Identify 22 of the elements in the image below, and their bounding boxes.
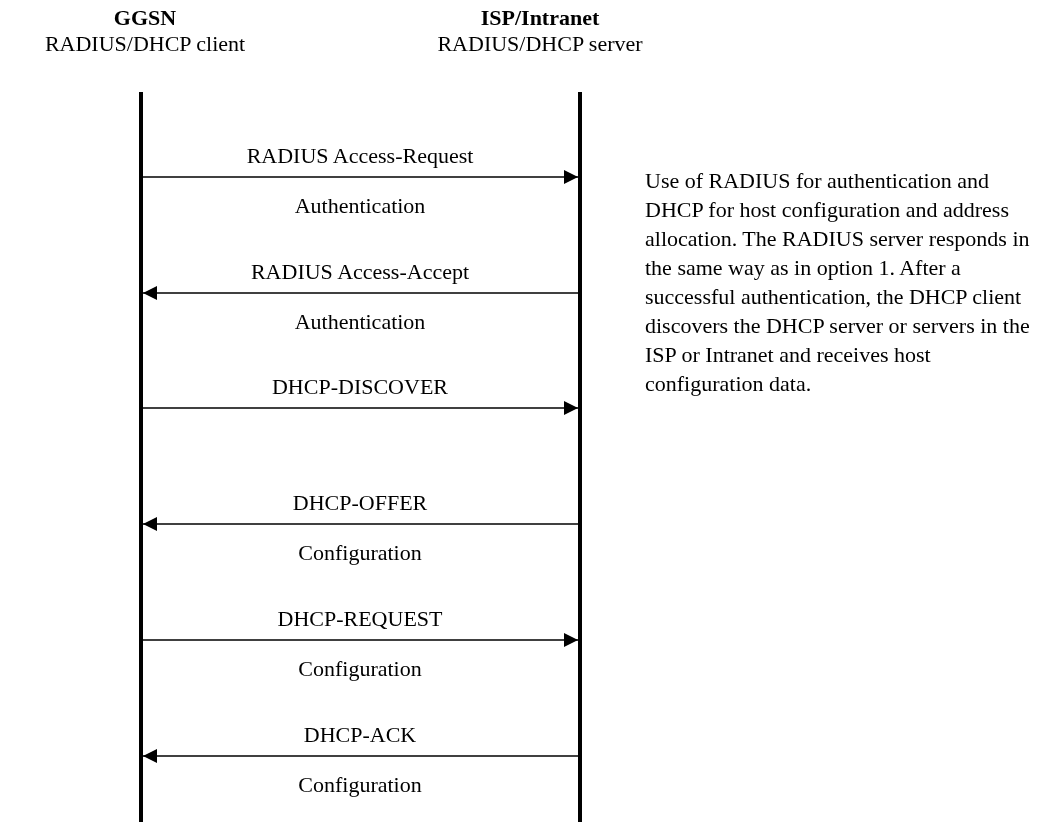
participant-role: RADIUS/DHCP server xyxy=(436,31,644,57)
description-note: Use of RADIUS for authentication and DHCP for host configuration and address allocation. The RADIUS server responds in the same way as in option 1. After a successful authentication, the DHCP client discovers the DHCP server or servers in the ISP or Intranet and receives host configuration data. xyxy=(645,167,1031,398)
message-arrow xyxy=(142,401,579,415)
message-annotation: Configuration xyxy=(298,772,422,798)
message-annotation: Configuration xyxy=(298,540,422,566)
message-arrow xyxy=(142,633,579,647)
participant-name: GGSN xyxy=(112,5,178,31)
message-annotation: Configuration xyxy=(298,656,422,682)
message-annotation: Authentication xyxy=(294,309,426,335)
message-arrow xyxy=(142,286,579,300)
message-arrow xyxy=(142,517,579,531)
edge-label: RADIUS Access-Request xyxy=(246,143,474,169)
message-arrow xyxy=(142,749,579,763)
edge-label: DHCP-REQUEST xyxy=(277,606,443,632)
participant-role: RADIUS/DHCP client xyxy=(43,31,247,57)
edge-label: DHCP-DISCOVER xyxy=(272,374,448,400)
participant-name: ISP/Intranet xyxy=(479,5,601,31)
message-annotation: Authentication xyxy=(294,193,426,219)
edge-label: DHCP-ACK xyxy=(303,722,417,748)
message-arrow xyxy=(142,170,579,184)
edge-label: RADIUS Access-Accept xyxy=(250,259,470,285)
edge-label: DHCP-OFFER xyxy=(292,490,428,516)
